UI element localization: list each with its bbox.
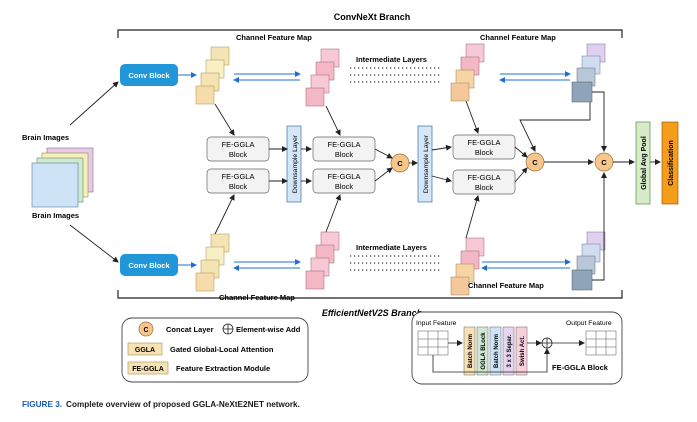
figure-caption: FIGURE 3.Complete overview of proposed G… — [22, 400, 300, 409]
downsample-layer-1: Downsample Layer — [286, 125, 302, 203]
diagram-label: FE-GGLA — [132, 366, 164, 373]
conv-block-top-label: Conv Block — [128, 71, 170, 80]
legend-feggla-swatch — [127, 361, 169, 375]
arrow-input-top — [69, 81, 119, 126]
diagram-label: C — [397, 159, 403, 168]
efficientnet-branch-label: EfficientNetV2S Branch — [322, 308, 423, 318]
global-avg-pool-box: Global Avg Pool — [635, 121, 651, 205]
blue-arrows — [233, 71, 571, 271]
diagram-label: Block — [475, 148, 494, 157]
channel-feature-map-bottom-right: Channel Feature Map — [468, 281, 544, 290]
diagram-label: Block — [475, 183, 494, 192]
convnext-branch-bracket: ConvNeXt Branch — [117, 12, 623, 38]
diagram-label: FE-GGLA — [328, 140, 361, 149]
output-feature-grid — [585, 330, 617, 356]
arrow-input-bottom — [69, 224, 119, 263]
intermediate-dots-top — [350, 67, 440, 83]
diagram-label: FE-GGLA — [328, 172, 361, 181]
feature-map-bottom-1 — [195, 233, 230, 292]
diagram-label: 3 x 3 Separ. — [507, 334, 513, 367]
fe-ggla-block-5: FE-GGLA Block — [452, 134, 516, 160]
diagram-label: Batch Norm — [494, 334, 500, 368]
concat-node-1: C — [390, 153, 410, 173]
legend-ggla-desc: Gated Global-Local Attention — [170, 345, 274, 354]
diagram-label: Classification — [668, 140, 675, 186]
input-feature-grid — [417, 330, 449, 356]
concat-node-3: C — [594, 152, 614, 172]
intermediate-dots-bottom — [350, 255, 440, 271]
diagram-label: Block — [229, 182, 248, 191]
downsample-layer-2: Downsample Layer — [417, 125, 433, 203]
diagram-label: GGLA — [135, 347, 155, 354]
feature-map-top-1 — [195, 46, 230, 105]
module-title: FE-GGLA Block — [552, 363, 609, 372]
intermediate-layers-bottom: Intermediate Layers — [356, 243, 427, 252]
elementwise-add-icon — [222, 323, 234, 335]
feature-map-top-2 — [305, 48, 340, 107]
feature-map-top-3 — [450, 43, 485, 102]
channel-feature-map-top-right: Channel Feature Map — [480, 33, 556, 42]
diagram-label: FE-GGLA — [222, 172, 255, 181]
feature-map-bottom-2 — [305, 231, 340, 290]
figure-caption-text: Complete overview of proposed GGLA-NeXtE… — [66, 400, 300, 409]
diagram-label: C — [601, 158, 607, 167]
diagram-label: Block — [335, 150, 354, 159]
module-add-icon — [541, 337, 553, 349]
diagram-label: C — [143, 327, 148, 334]
feature-map-bottom-3 — [450, 237, 485, 296]
output-feature-label: Output Feature — [566, 320, 612, 327]
conv-block-top: Conv Block — [120, 64, 178, 86]
efficientnet-branch-bracket: EfficientNetV2S Branch — [117, 290, 623, 318]
diagram-label: GGLA BLock — [481, 332, 487, 370]
diagram-label: Global Avg Pool — [641, 136, 648, 190]
conv-block-bottom: Conv Block — [120, 254, 178, 276]
feature-map-top-4 — [571, 43, 606, 103]
figure-caption-label: FIGURE 3. — [22, 400, 63, 409]
diagram-label: FE-GGLA — [222, 140, 255, 149]
channel-feature-map-bottom-left: Channel Feature Map — [219, 293, 295, 302]
legend-ggla-swatch — [127, 342, 163, 356]
diagram-label: Downsample Layer — [292, 134, 299, 193]
fe-ggla-block-2: FE-GGLA Block — [206, 168, 270, 194]
feature-map-bottom-4 — [571, 231, 606, 291]
diagram-label: C — [532, 158, 538, 167]
brain-images-label-bottom: Brain Images — [32, 211, 79, 220]
diagram-label: Block — [229, 150, 248, 159]
convnext-branch-label: ConvNeXt Branch — [334, 12, 411, 22]
fe-ggla-block-3: FE-GGLA Block — [312, 136, 376, 162]
diagram-label: Swish Act. — [520, 336, 526, 366]
diagram-label: FE-GGLA — [468, 138, 501, 147]
connection-lines — [214, 91, 661, 281]
legend-box: C Concat Layer Element-wise Add GGLA Gat… — [121, 317, 309, 383]
concat-node-2: C — [525, 152, 545, 172]
intermediate-layers-top: Intermediate Layers — [356, 55, 427, 64]
fe-ggla-block-6: FE-GGLA Block — [452, 169, 516, 195]
diagram-label: Batch Norm — [468, 334, 474, 368]
module-layers: Batch Norm GGLA BLock Batch Norm 3 x 3 S… — [463, 326, 528, 376]
conv-block-bottom-label: Conv Block — [128, 261, 170, 270]
legend-concat-icon — [138, 321, 154, 337]
legend-elementwise-label: Element-wise Add — [236, 325, 301, 334]
brain-images-label-top: Brain Images — [22, 133, 69, 142]
brain-images-stack — [31, 147, 94, 208]
diagram-label: Block — [335, 182, 354, 191]
fe-ggla-block-4: FE-GGLA Block — [312, 168, 376, 194]
legend-feggla-desc: Feature Extraction Module — [176, 364, 270, 373]
diagram-label: Downsample Layer — [423, 134, 430, 193]
fe-ggla-module-box: Input Feature Batch Norm GGLA BLock Batc… — [411, 311, 623, 385]
classification-box: Classification — [661, 121, 679, 205]
legend-concat-label: Concat Layer — [166, 325, 214, 334]
input-feature-label: Input Feature — [416, 320, 457, 327]
channel-feature-map-top-left: Channel Feature Map — [236, 33, 312, 42]
diagram-label: FE-GGLA — [468, 173, 501, 182]
fe-ggla-block-1: FE-GGLA Block — [206, 136, 270, 162]
